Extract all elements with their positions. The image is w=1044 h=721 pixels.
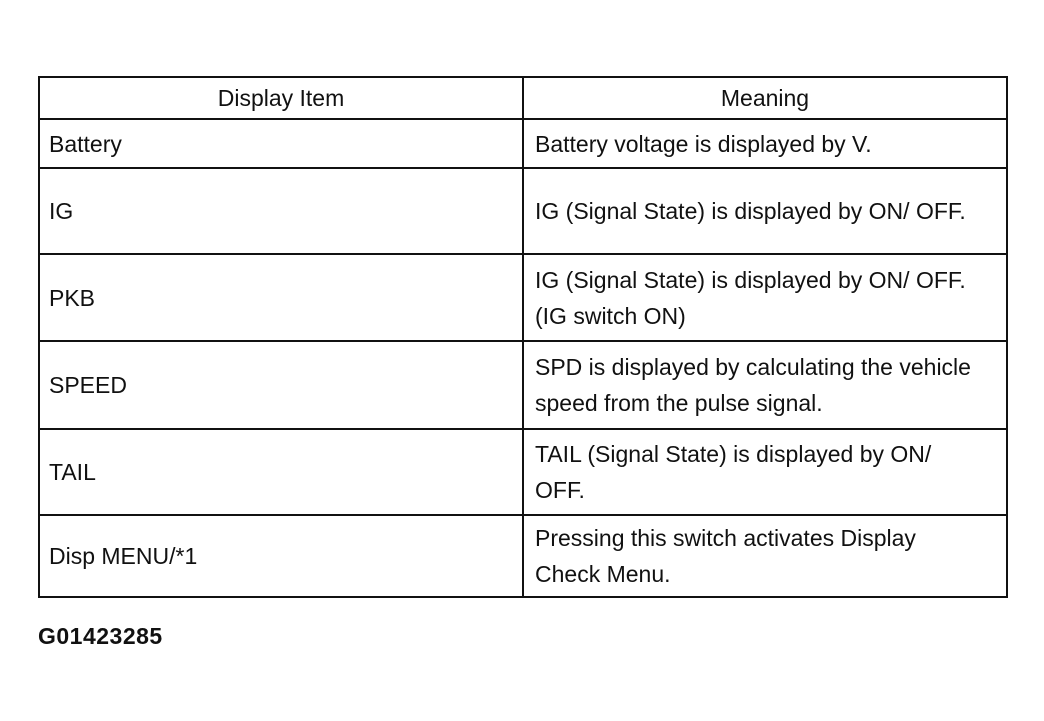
table-row: IG IG (Signal State) is displayed by ON/…: [38, 167, 1008, 255]
display-item-cell: TAIL: [38, 428, 524, 516]
meaning-cell: SPD is displayed by calculating the vehi…: [522, 340, 1008, 430]
display-item-cell: IG: [38, 167, 524, 255]
table-row: PKB IG (Signal State) is displayed by ON…: [38, 253, 1008, 342]
figure-code: G01423285: [38, 623, 163, 649]
meaning-cell: IG (Signal State) is displayed by ON/ OF…: [522, 167, 1008, 255]
table-row: SPEED SPD is displayed by calculating th…: [38, 340, 1008, 430]
meaning-cell: TAIL (Signal State) is displayed by ON/ …: [522, 428, 1008, 516]
display-item-cell: SPEED: [38, 340, 524, 430]
display-item-cell: Disp MENU/*1: [38, 514, 524, 598]
meaning-cell: Battery voltage is displayed by V.: [522, 118, 1008, 169]
meaning-cell: Pressing this switch activates Display C…: [522, 514, 1008, 598]
meaning-cell: IG (Signal State) is displayed by ON/ OF…: [522, 253, 1008, 342]
display-item-cell: Battery: [38, 118, 524, 169]
table-row: Battery Battery voltage is displayed by …: [38, 118, 1008, 169]
column-header-display-item: Display Item: [38, 76, 524, 120]
table-row: Disp MENU/*1 Pressing this switch activa…: [38, 514, 1008, 598]
table-row: TAIL TAIL (Signal State) is displayed by…: [38, 428, 1008, 516]
column-header-meaning: Meaning: [522, 76, 1008, 120]
display-item-cell: PKB: [38, 253, 524, 342]
table-header-row: Display Item Meaning: [38, 76, 1008, 120]
display-item-table: Display Item Meaning Battery Battery vol…: [38, 76, 1008, 598]
